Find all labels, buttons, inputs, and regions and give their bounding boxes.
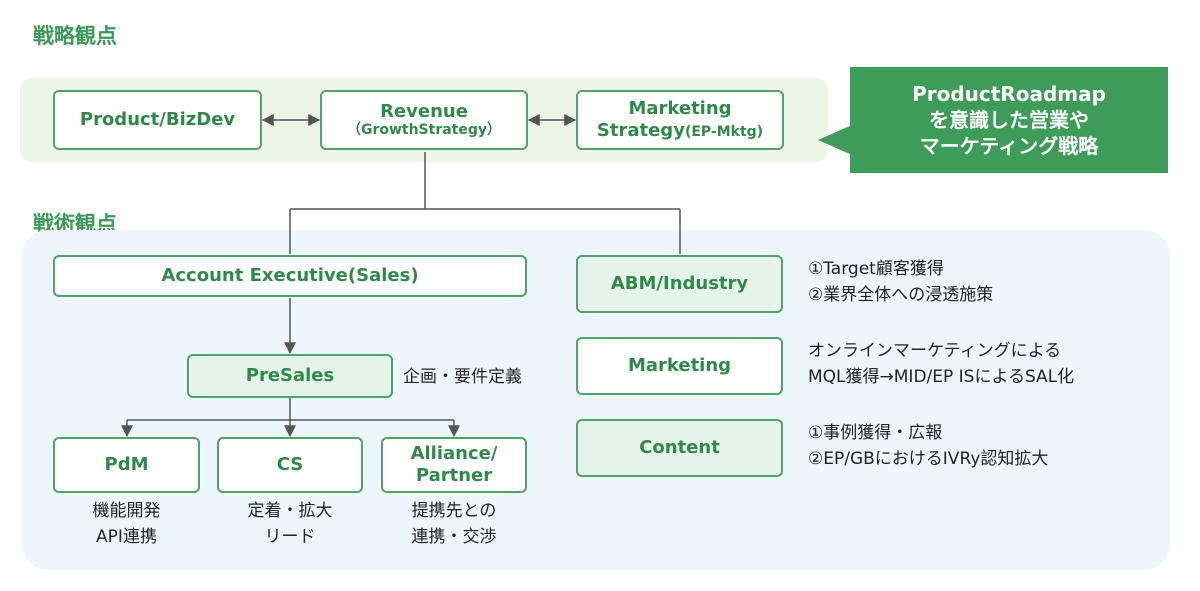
account-executive-label: Account Executive(Sales): [161, 265, 419, 287]
abm-note-line1: ①Target顧客獲得: [808, 259, 944, 279]
strategy-heading: 戦略観点: [33, 24, 117, 48]
marketing-note-line2: MQL獲得→MID/EP ISによるSAL化: [808, 367, 1075, 388]
alliance-caption-line1: 提携先との: [411, 501, 497, 521]
callout-pointer: [818, 125, 852, 155]
marketing-label: Marketing: [627, 355, 732, 377]
content-note-line1: ①事例獲得・広報: [808, 423, 943, 443]
callout-line1: ProductRoadmap: [912, 82, 1106, 106]
callout-line2: を意識した営業や: [929, 108, 1089, 132]
cs-caption-line1: 定着・拡大: [247, 501, 333, 521]
presales-note: 企画・要件定義: [403, 367, 522, 387]
product-bizdev-box: Product/BizDev: [53, 90, 262, 150]
content-label: Content: [639, 437, 720, 459]
abm-note-line2: ②業界全体への浸透施策: [808, 285, 994, 306]
marketing-note: オンラインマーケティングによる MQL獲得→MID/EP ISによるSAL化: [808, 338, 1074, 391]
cs-label: CS: [276, 454, 304, 476]
alliance-partner-line2: Partner: [415, 465, 493, 486]
pdm-caption-line1: 機能開発: [92, 501, 161, 521]
marketing-strategy-line2: Strategy: [596, 120, 685, 141]
content-note-line2: ②EP/GBにおけるIVRy認知拡大: [808, 449, 1049, 470]
content-note: ①事例獲得・広報 ②EP/GBにおけるIVRy認知拡大: [808, 420, 1048, 473]
marketing-strategy-line1: Marketing: [628, 98, 732, 120]
marketing-strategy-box: Marketing Strategy(EP-Mktg): [576, 90, 784, 150]
product-bizdev-label: Product/BizDev: [79, 109, 236, 131]
marketing-box: Marketing: [576, 337, 783, 395]
revenue-box: Revenue （GrowthStrategy）: [320, 90, 528, 150]
callout-box: ProductRoadmap を意識した営業や マーケティング戦略: [850, 67, 1168, 173]
revenue-sub-label: （GrowthStrategy）: [346, 122, 502, 139]
revenue-label: Revenue: [380, 100, 468, 122]
presales-label: PreSales: [245, 365, 335, 387]
alliance-partner-box: Alliance/ Partner: [381, 437, 527, 493]
cs-caption-line2: リード: [264, 526, 316, 547]
abm-industry-box: ABM/Industry: [576, 255, 783, 313]
abm-industry-label: ABM/Industry: [610, 273, 749, 295]
alliance-partner-line1: Alliance/: [410, 443, 498, 465]
marketing-note-line1: オンラインマーケティングによる: [808, 341, 1062, 361]
abm-note: ①Target顧客獲得 ②業界全体への浸透施策: [808, 256, 993, 309]
pdm-box: PdM: [53, 437, 200, 493]
pdm-caption-line2: API連携: [96, 526, 157, 547]
marketing-strategy-sub: (EP-Mktg): [684, 124, 764, 140]
alliance-caption: 提携先との 連携・交渉: [381, 499, 527, 550]
pdm-caption: 機能開発 API連携: [53, 499, 200, 550]
presales-box: PreSales: [187, 354, 393, 398]
cs-caption: 定着・拡大 リード: [217, 499, 363, 550]
cs-box: CS: [217, 437, 363, 493]
account-executive-box: Account Executive(Sales): [53, 255, 527, 297]
content-box: Content: [576, 419, 783, 477]
alliance-caption-line2: 連携・交渉: [411, 526, 497, 547]
pdm-label: PdM: [104, 454, 149, 476]
callout-line3: マーケティング戦略: [919, 134, 1099, 158]
